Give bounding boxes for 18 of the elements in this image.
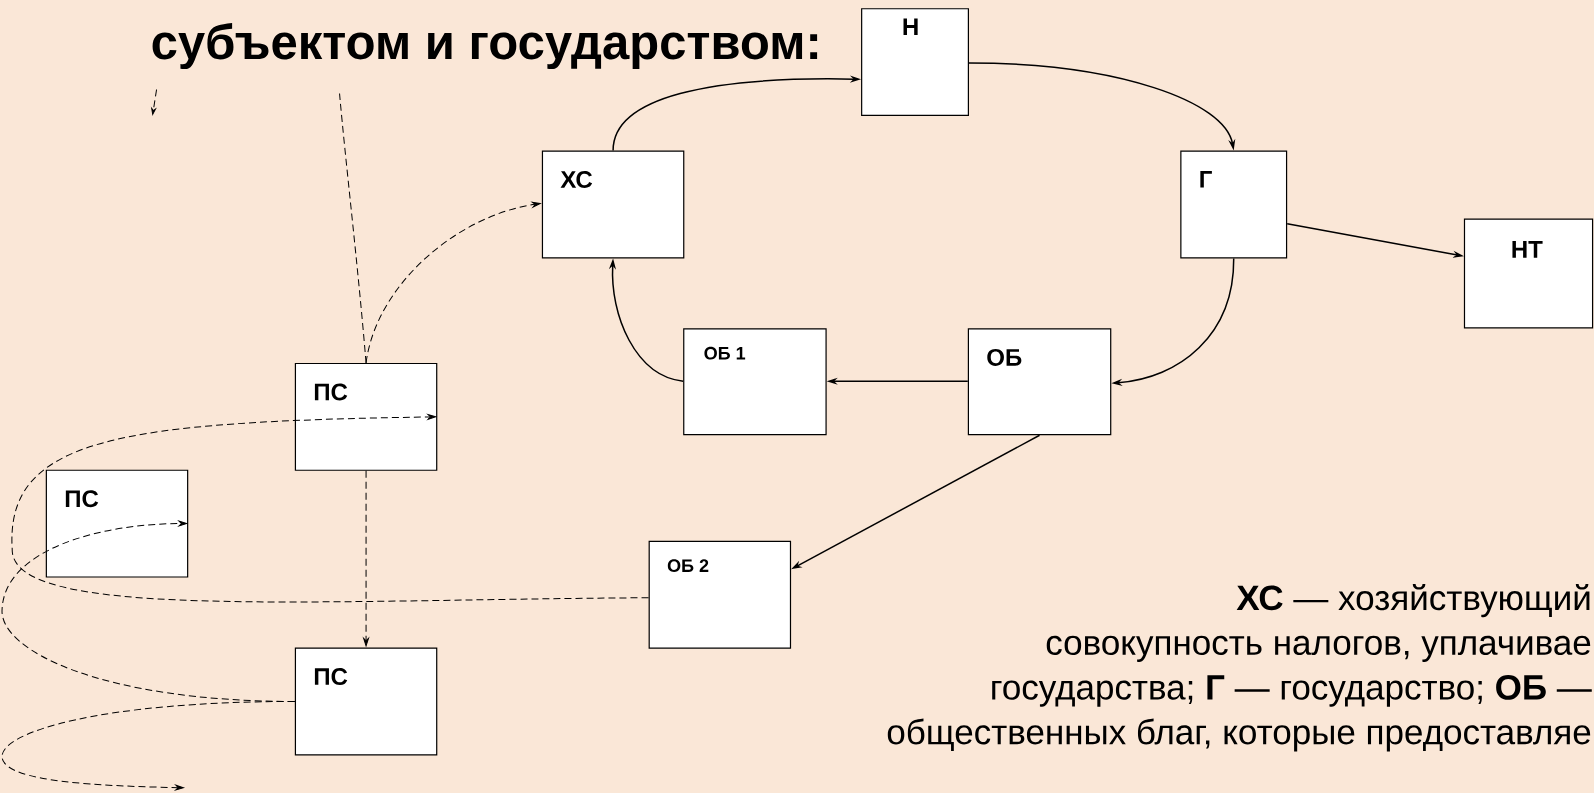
process-box: Г (1180, 150, 1288, 259)
process-box: Н (861, 8, 969, 117)
process-box: ПС (45, 469, 189, 578)
process-box: ПС (294, 362, 438, 471)
dashed-arrow (1, 700, 296, 791)
legend-text: ХС — хозяйствующий (1236, 584, 1590, 618)
process-box: ХС (541, 150, 685, 259)
dashed-arrow (11, 414, 650, 603)
dashed-arrow (363, 470, 369, 647)
process-box: ПС (294, 647, 438, 756)
title: субъектом и государством: (152, 23, 818, 70)
legend-text: государства; Г — государство; ОБ — (992, 675, 1592, 707)
legend-text: общественных благ, которые предоставляе (887, 718, 1591, 752)
legend-text: совокупность налогов, уплачивае (1046, 635, 1591, 662)
process-box: ОБ 2 (648, 540, 792, 649)
process-box: НТ (1463, 218, 1594, 329)
process-box: ОБ 1 (683, 328, 827, 436)
process-box: ОБ (967, 328, 1112, 436)
